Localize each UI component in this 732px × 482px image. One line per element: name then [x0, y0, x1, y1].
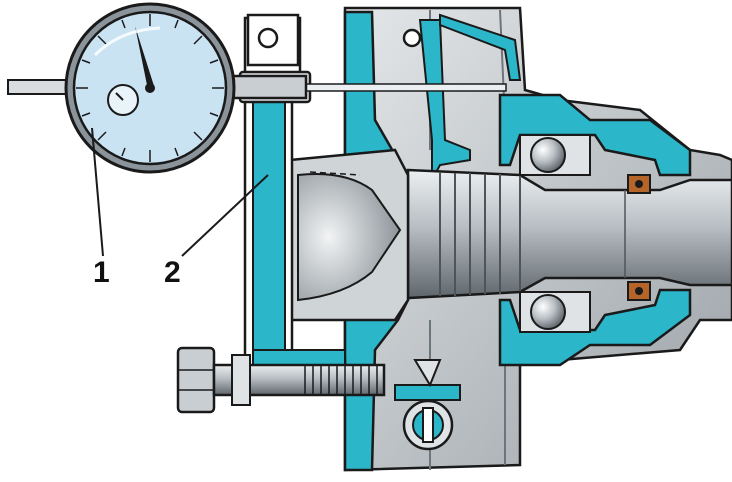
indicator-rod [7, 74, 507, 100]
dial-indicator [64, 2, 236, 174]
clamp-bolt [176, 346, 386, 414]
oil-seal [627, 174, 651, 301]
leader-line-2 [181, 174, 269, 257]
drain-plug [402, 359, 454, 451]
leader-line-1 [91, 127, 104, 257]
bearing-lower [519, 291, 591, 333]
callout-label-1: 1 [93, 256, 110, 289]
bearing-upper [519, 134, 591, 176]
center-cavity [288, 148, 410, 322]
shaft [406, 168, 732, 300]
callout-label-2: 2 [164, 256, 181, 289]
